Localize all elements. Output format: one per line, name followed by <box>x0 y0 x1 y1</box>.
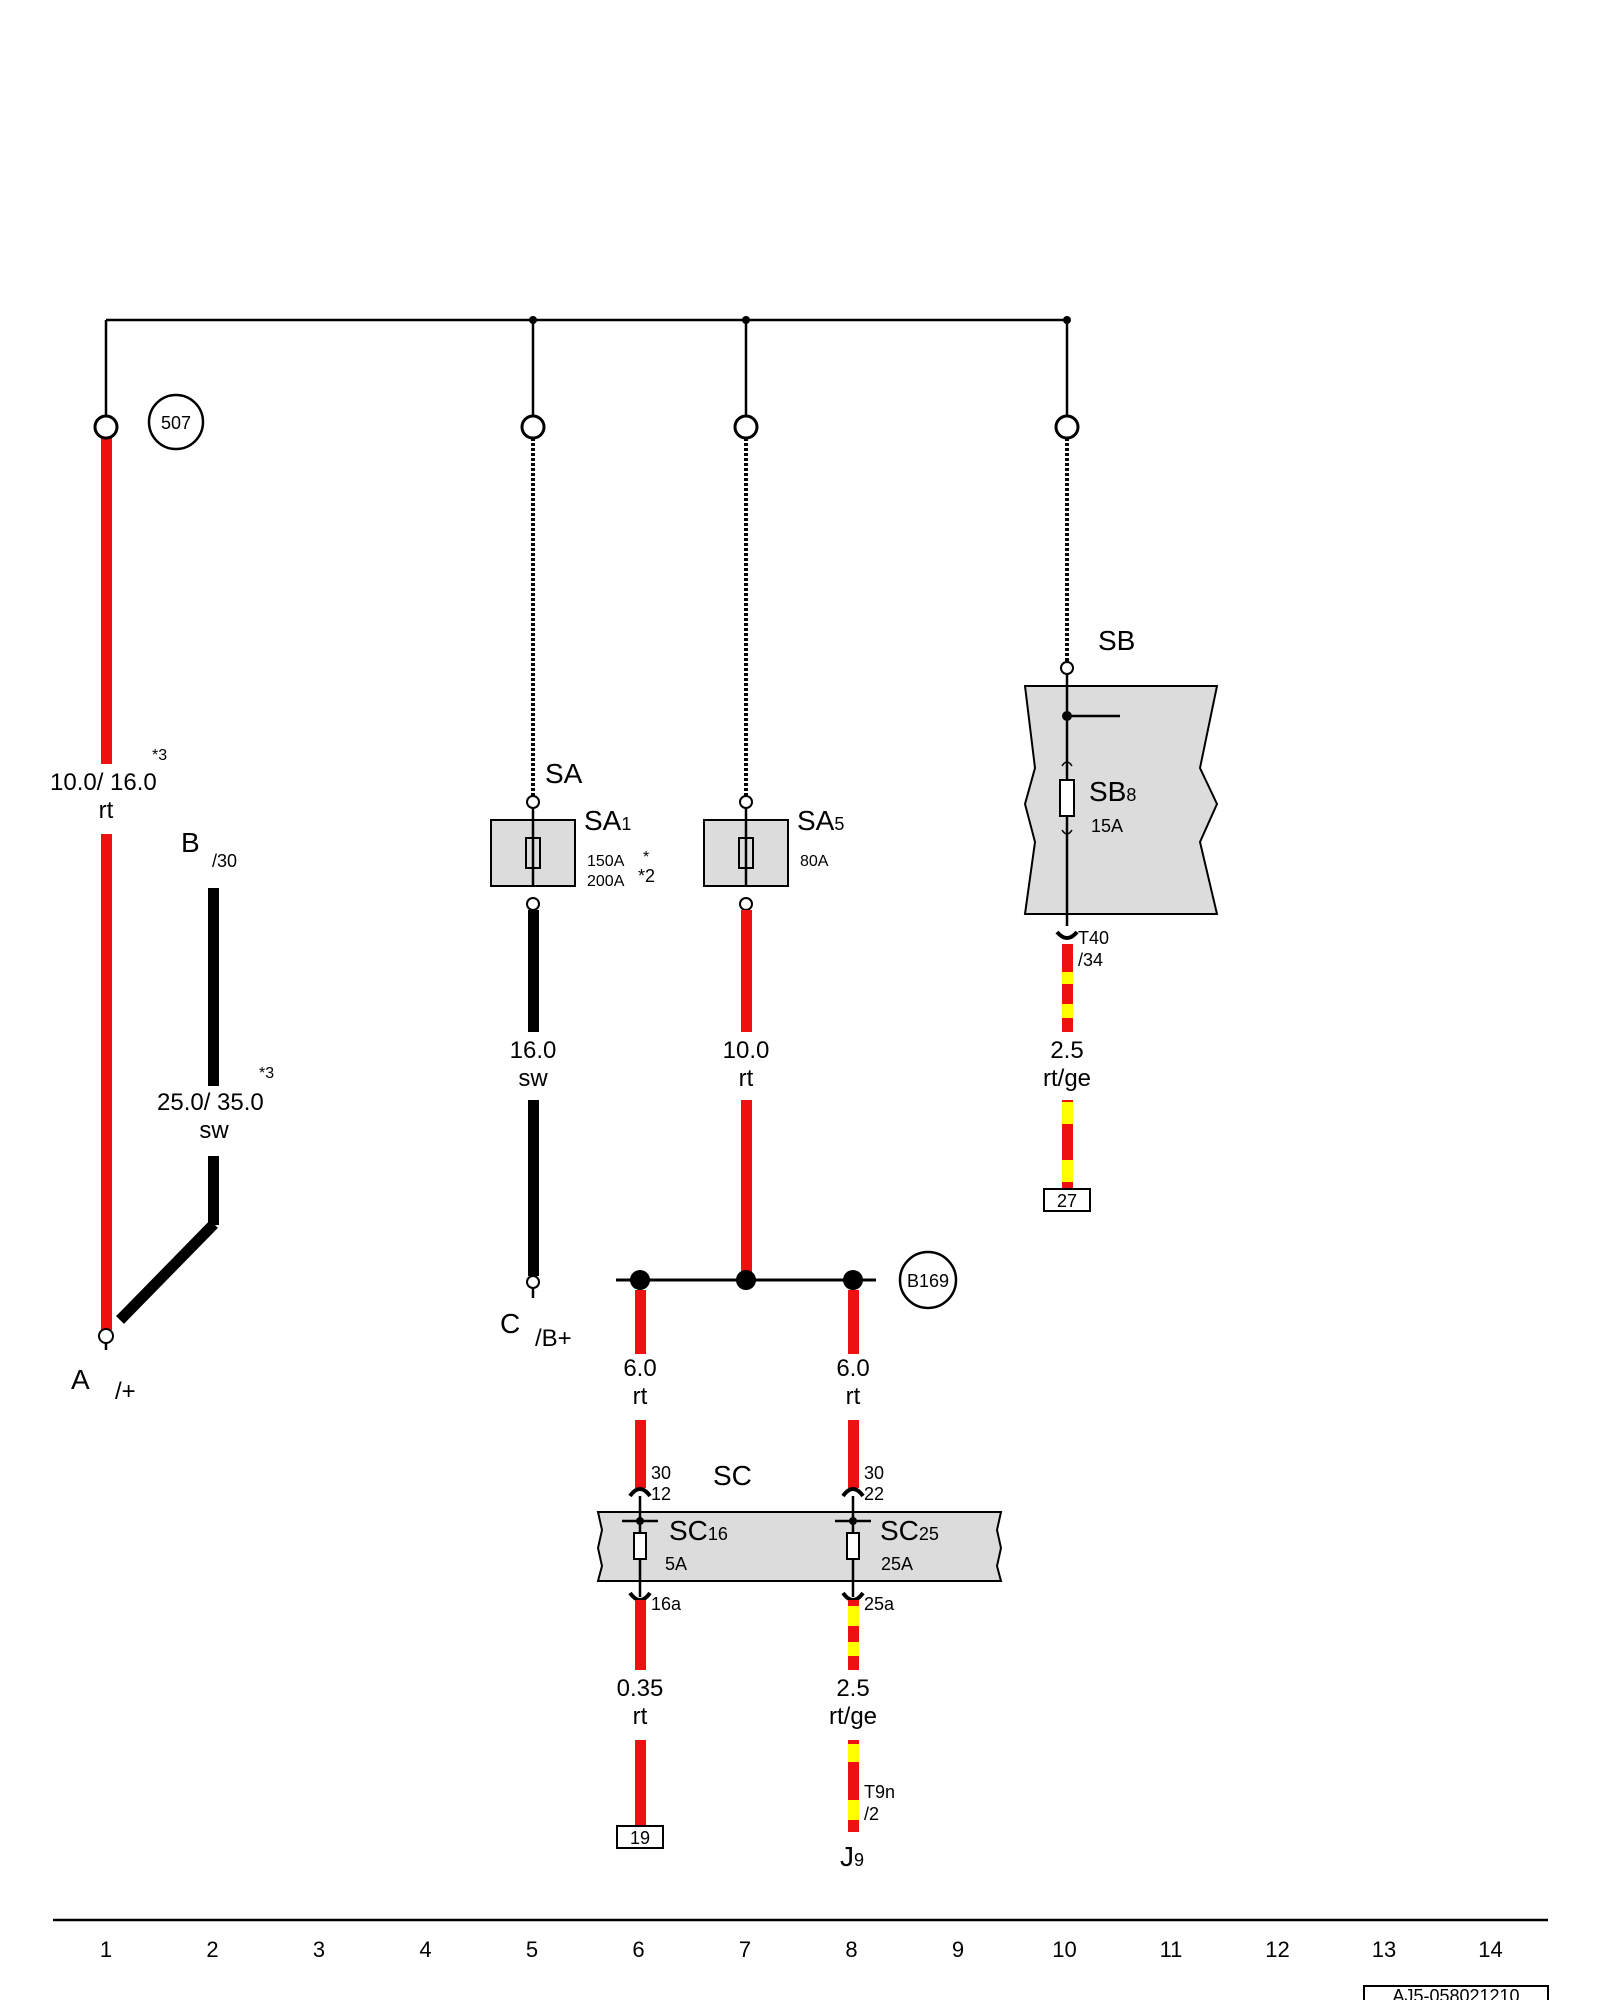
sc16-label: SC16 <box>669 1515 728 1546</box>
wire-col5-black <box>526 897 540 1298</box>
sb-block-label: SB <box>1098 625 1135 656</box>
wire-col7 <box>733 414 759 820</box>
pin-30-b: 30 <box>864 1463 884 1483</box>
badge-b169-text: B169 <box>907 1271 949 1291</box>
conn-b-pin: /30 <box>212 851 237 871</box>
column-number: 2 <box>206 1937 218 1962</box>
w5-size: 16.0 <box>510 1037 557 1064</box>
wire-col6-lower <box>616 1600 664 1849</box>
w2-note: *3 <box>259 1065 274 1082</box>
w8b-size: 2.5 <box>836 1675 869 1702</box>
column-number: 7 <box>739 1937 751 1962</box>
w7-size: 10.0 <box>723 1037 770 1064</box>
fuse-sa1 <box>490 819 576 887</box>
sc-block-label: SC <box>713 1460 752 1491</box>
conn-b: B <box>181 827 200 858</box>
w1-note: *3 <box>152 747 167 764</box>
column-number: 5 <box>526 1937 538 1962</box>
fuse-holder-sb <box>1023 685 1219 940</box>
t9n-a: T9n <box>864 1782 895 1802</box>
wire-col2-black <box>116 888 219 1324</box>
sc25-rating: 25A <box>881 1554 913 1574</box>
sa5-rating: 80A <box>800 853 829 870</box>
sc16-rating: 5A <box>665 1554 687 1574</box>
w8a-size: 6.0 <box>836 1355 869 1382</box>
w1-color: rt <box>99 797 114 824</box>
w6b-color: rt <box>633 1703 648 1730</box>
column-number: 9 <box>952 1937 964 1962</box>
w2-size: 25.0/ 35.0 <box>157 1089 264 1116</box>
sa5-label: SA5 <box>797 805 844 836</box>
badge-b169: B169 <box>898 1250 958 1310</box>
sa-block-label: SA <box>545 758 583 789</box>
w5-color: sw <box>518 1065 548 1092</box>
sa1-rating-a: 150A <box>587 853 625 870</box>
wire-col8-upper <box>848 1290 859 1488</box>
conn-c-pin: /B+ <box>535 1325 572 1352</box>
sb8-label: SB8 <box>1089 776 1136 807</box>
wire-col10-lower <box>1043 944 1091 1212</box>
column-number: 12 <box>1265 1937 1289 1962</box>
wire-col7-red <box>739 897 753 1280</box>
sb8-rating: 15A <box>1091 816 1123 836</box>
w7-color: rt <box>739 1065 754 1092</box>
w8b-color: rt/ge <box>829 1703 877 1730</box>
w6b-size: 0.35 <box>617 1675 664 1702</box>
pin-22: 22 <box>864 1484 884 1504</box>
sc25-label: SC25 <box>880 1515 939 1546</box>
w8a-color: rt <box>846 1383 861 1410</box>
wire-col6-upper <box>635 1290 646 1488</box>
ref-27: 27 <box>1057 1191 1077 1211</box>
conn-c: C <box>500 1308 520 1339</box>
t40-b: /34 <box>1078 950 1103 970</box>
sa1-note-a: * <box>643 849 649 866</box>
wire-col8-lower <box>848 1600 859 1832</box>
wire-col1-red <box>93 414 119 1350</box>
column-number: 6 <box>632 1937 644 1962</box>
ground-badge-507: 507 <box>147 393 205 451</box>
t9n-b: /2 <box>864 1804 879 1824</box>
column-number: 3 <box>313 1937 325 1962</box>
top-bus <box>104 316 1071 417</box>
pin-25a: 25a <box>864 1594 895 1614</box>
w10-color: rt/ge <box>1043 1065 1091 1092</box>
pin-12: 12 <box>651 1484 671 1504</box>
column-number: 13 <box>1372 1937 1396 1962</box>
sa1-note-b: *2 <box>638 866 655 886</box>
doc-id-box: AJ5-058021210 <box>1363 1985 1549 2000</box>
wire-col5 <box>520 414 546 820</box>
ref-19: 19 <box>630 1828 650 1848</box>
w1-size: 10.0/ 16.0 <box>50 769 157 796</box>
splice-b169 <box>616 1270 876 1290</box>
pin-16a: 16a <box>651 1594 682 1614</box>
w6a-size: 6.0 <box>623 1355 656 1382</box>
column-number: 10 <box>1052 1937 1076 1962</box>
fuse-sa5 <box>703 819 789 887</box>
j9-label: J9 <box>840 1841 864 1872</box>
t40-a: T40 <box>1078 928 1109 948</box>
w2-color: sw <box>199 1117 229 1144</box>
pin-30-a: 30 <box>651 1463 671 1483</box>
wire-col10 <box>1054 414 1080 686</box>
column-number: 4 <box>419 1937 431 1962</box>
w6a-color: rt <box>633 1383 648 1410</box>
column-number: 8 <box>845 1937 857 1962</box>
w10-size: 2.5 <box>1050 1037 1083 1064</box>
doc-id: AJ5-058021210 <box>1392 1986 1519 2000</box>
fuse-holder-sc <box>596 1487 1003 1602</box>
column-number: 1 <box>100 1937 112 1962</box>
badge-507-text: 507 <box>161 413 191 433</box>
sa1-label: SA1 <box>584 805 631 836</box>
column-number: 14 <box>1478 1937 1502 1962</box>
sa1-rating-b: 200A <box>587 873 625 890</box>
conn-a: A <box>71 1364 90 1395</box>
column-number: 11 <box>1160 1937 1183 1962</box>
conn-a-pin: /+ <box>115 1378 136 1405</box>
